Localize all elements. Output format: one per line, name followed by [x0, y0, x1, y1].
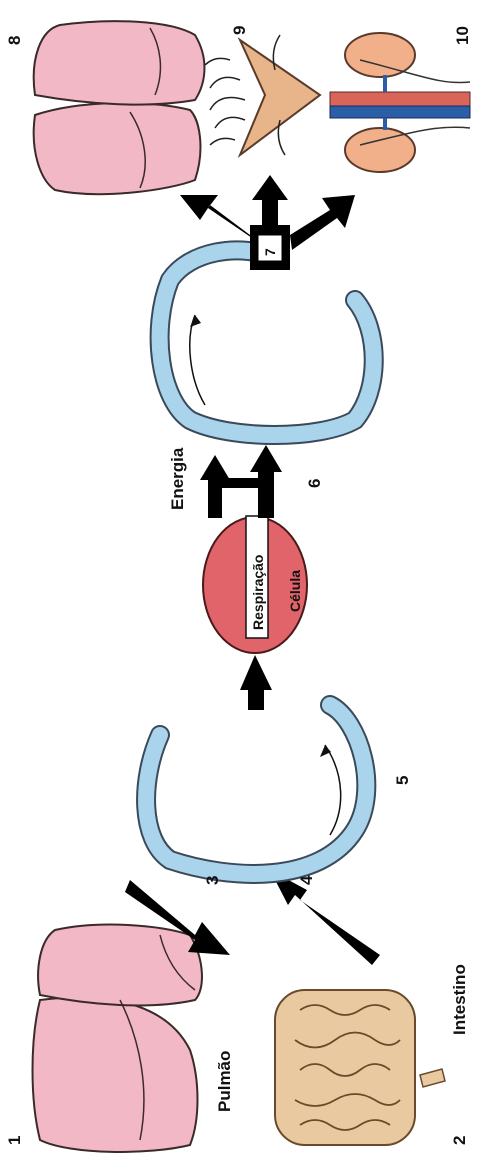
- lungs-bottom-icon: [33, 925, 202, 1152]
- skin-icon: [205, 35, 320, 155]
- vessel-ring-bottom: [146, 705, 366, 874]
- label-5: 5: [393, 776, 412, 785]
- flow-arrow-bottom: [325, 745, 341, 835]
- label-2: 2: [450, 1136, 469, 1145]
- flow-arrow-top: [190, 315, 205, 405]
- box-7: [258, 235, 282, 261]
- label-celula: Célula: [287, 570, 303, 612]
- label-intestino: Intestino: [450, 964, 469, 1035]
- lungs-top-icon: [34, 21, 205, 194]
- label-6: 6: [305, 479, 324, 488]
- label-4: 4: [297, 875, 316, 885]
- kidneys-icon: [330, 33, 470, 172]
- lung-left-shape: [33, 997, 198, 1152]
- appendix-shape: [420, 1069, 445, 1087]
- label-8: 8: [5, 36, 24, 45]
- intestine-icon: [275, 990, 445, 1145]
- label-pulmao: Pulmão: [215, 1051, 234, 1112]
- aorta-shape: [330, 92, 470, 106]
- label-1: 1: [5, 1136, 24, 1145]
- arrow-to-cell-shape: [240, 655, 272, 690]
- label-respiracao: Respiração: [250, 555, 266, 630]
- label-9: 9: [230, 26, 249, 35]
- lung-right-shape: [38, 925, 202, 1006]
- label-3: 3: [203, 876, 222, 885]
- label-7: 7: [262, 248, 278, 256]
- vessel-ring-top: [160, 250, 374, 435]
- arrow-6-shape: [218, 445, 282, 518]
- vena-cava-shape: [330, 106, 470, 118]
- arrow-4-shape: [270, 870, 380, 965]
- label-10: 10: [453, 26, 472, 45]
- label-energia: Energia: [168, 447, 187, 510]
